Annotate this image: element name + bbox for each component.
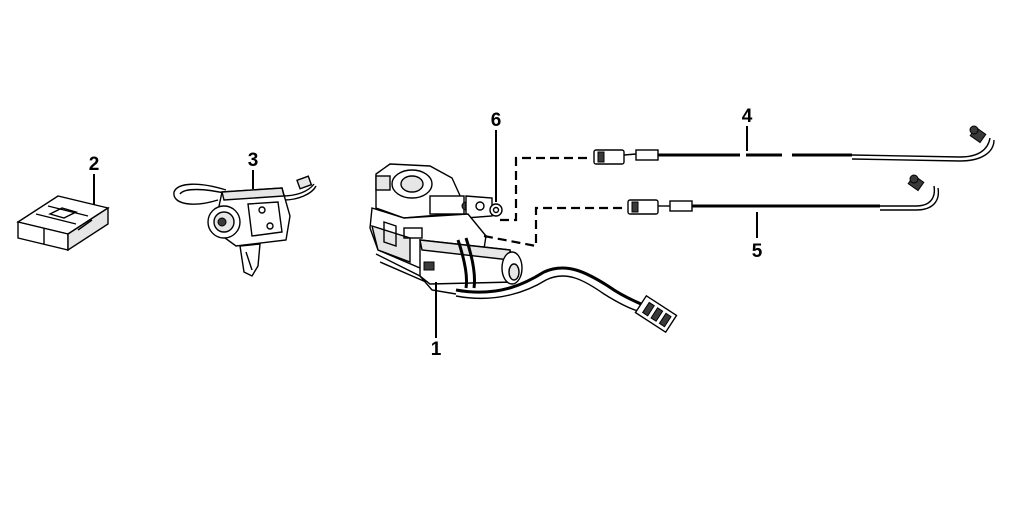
- callout-part-1: 1: [431, 339, 442, 360]
- part-6-fastener: [489, 203, 503, 217]
- callout-part-2: 2: [89, 154, 100, 175]
- guide-line-cable-5: [483, 206, 626, 248]
- part-5-cable-lower: [627, 174, 940, 215]
- part-4-cable-upper: [593, 125, 995, 165]
- guide-line-cable-4: [500, 156, 592, 222]
- part-3-switch-assembly: [173, 175, 317, 277]
- part-1-actuator-motor: [369, 163, 678, 334]
- callout-part-4: 4: [742, 106, 753, 127]
- callout-part-5: 5: [752, 241, 763, 262]
- part-2-module-box: [16, 195, 110, 252]
- callout-part-6: 6: [491, 110, 502, 131]
- callout-part-3: 3: [248, 150, 259, 171]
